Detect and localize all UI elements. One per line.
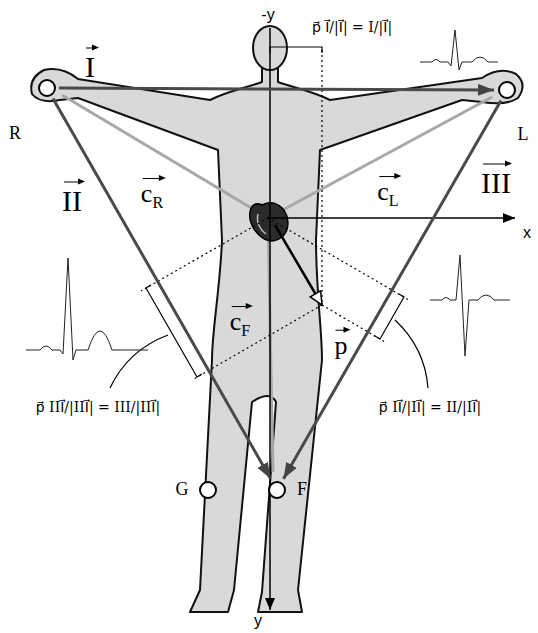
electrode-circle: L <box>498 81 516 99</box>
leader-line <box>110 335 168 388</box>
ecg-trace <box>430 255 510 356</box>
electrode-label: F <box>297 480 307 500</box>
electrode-label: L <box>518 125 529 145</box>
x-axis <box>268 217 515 219</box>
dipole-vector <box>275 225 322 305</box>
body-silhouette <box>31 68 522 612</box>
lead-vector <box>59 88 494 90</box>
electrode-circle: G <box>199 481 217 499</box>
projection-bracket <box>146 285 202 377</box>
symbol-base: c <box>141 179 153 208</box>
projection-bracket <box>375 294 404 339</box>
symbol-subscript: F <box>241 322 250 339</box>
projection-bracket <box>270 47 322 53</box>
axis-label: x <box>523 224 531 242</box>
electrode-label: G <box>176 480 189 500</box>
lead-label: II <box>62 184 82 217</box>
projection-formula: p⃗ II⃗/|II⃗| = II/|II⃗| <box>379 400 481 415</box>
leader-line <box>395 320 428 388</box>
projection-formula: p⃗ III⃗/|III⃗| = III/|III⃗| <box>36 400 160 415</box>
symbol-subscript: R <box>152 194 163 211</box>
projection-line <box>141 218 268 291</box>
lead-vector <box>283 100 501 478</box>
axis-label: y <box>254 612 262 630</box>
electrode-circle: R <box>38 79 56 97</box>
lead-label: I <box>85 50 95 83</box>
electrode-label: R <box>9 124 21 144</box>
lead-vector <box>53 98 271 478</box>
symbol-subscript: L <box>389 192 399 209</box>
ecg-trace <box>26 258 148 360</box>
c-vector-line <box>268 97 492 218</box>
projection-line <box>192 305 322 380</box>
vector-label: p <box>335 332 348 361</box>
axis-label: -y <box>261 6 274 24</box>
projection-formula: p⃗ I⃗/|I⃗| = I/|I⃗| <box>312 20 392 35</box>
symbol-base: c <box>230 307 242 336</box>
symbol-base: c <box>377 177 389 206</box>
c-vector-line <box>62 95 268 218</box>
electrode-circle: F <box>268 481 286 499</box>
vector-label: cF <box>230 308 251 340</box>
vector-label: cR <box>141 180 163 212</box>
y-axis <box>269 28 271 610</box>
lead-label: III <box>481 166 511 199</box>
ecg-trace <box>420 30 498 70</box>
projection-line <box>268 218 409 300</box>
vector-label: cL <box>377 178 398 210</box>
